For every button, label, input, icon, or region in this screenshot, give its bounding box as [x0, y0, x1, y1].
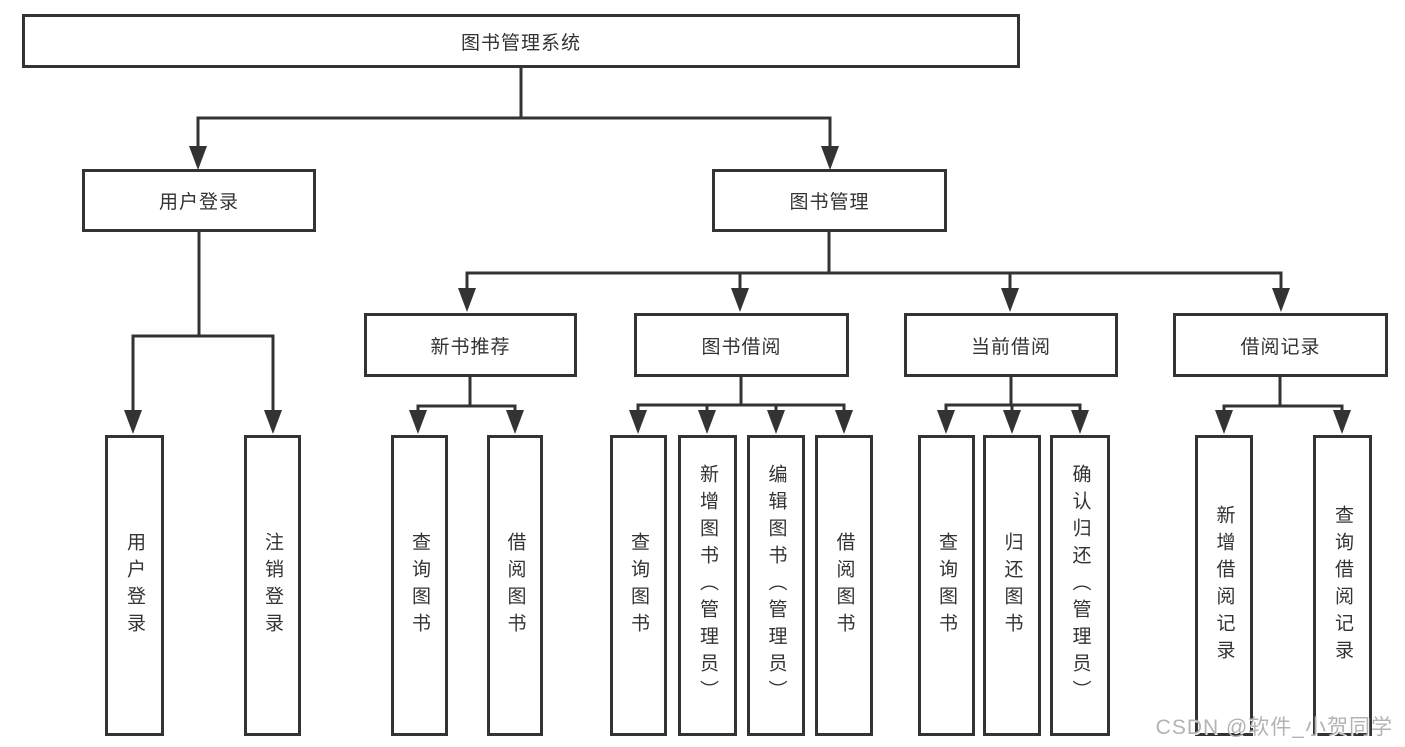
- node-root-label: 图书管理系统: [460, 32, 581, 54]
- leaf-query-books-borrow: 查询图书: [610, 435, 667, 736]
- leaf-return-books: 归还图书: [983, 435, 1041, 736]
- node-borrow-records: 借阅记录: [1173, 313, 1388, 377]
- leaf-add-borrow-record: 新增借阅记录: [1195, 435, 1253, 736]
- node-root: 图书管理系统: [22, 14, 1020, 68]
- leaf-query-books-borrow-label: 查询图书: [628, 531, 649, 640]
- leaf-add-books-admin-label: 新增图书（管理员）: [697, 464, 718, 707]
- node-borrow-records-label: 借阅记录: [1240, 336, 1321, 358]
- leaf-return-books-label: 归还图书: [1001, 531, 1023, 640]
- leaf-query-books-current-label: 查询图书: [936, 531, 957, 640]
- leaf-logout-label: 注销登录: [262, 531, 283, 640]
- node-book-borrow: 图书借阅: [634, 313, 849, 377]
- node-current-borrow-label: 当前借阅: [970, 336, 1051, 358]
- leaf-borrow-books-recommend: 借阅图书: [487, 435, 543, 736]
- leaf-confirm-return-admin-label: 确认归还（管理员）: [1069, 464, 1091, 707]
- leaf-query-books-recommend: 查询图书: [391, 435, 448, 736]
- leaf-add-books-admin: 新增图书（管理员）: [678, 435, 737, 736]
- node-new-book-recommend-label: 新书推荐: [430, 336, 511, 358]
- node-new-book-recommend: 新书推荐: [364, 313, 577, 377]
- leaf-query-books-current: 查询图书: [918, 435, 975, 736]
- leaf-edit-books-admin-label: 编辑图书（管理员）: [765, 464, 787, 707]
- leaf-query-books-recommend-label: 查询图书: [409, 531, 430, 640]
- leaf-edit-books-admin: 编辑图书（管理员）: [747, 435, 805, 736]
- leaf-query-borrow-record: 查询借阅记录: [1313, 435, 1372, 736]
- leaf-borrow-books-recommend-label: 借阅图书: [504, 531, 526, 640]
- node-book-borrow-label: 图书借阅: [701, 336, 782, 358]
- csdn-watermark: CSDN @软件_小贺同学: [1155, 716, 1393, 739]
- leaf-add-borrow-record-label: 新增借阅记录: [1213, 504, 1235, 667]
- leaf-logout: 注销登录: [244, 435, 301, 736]
- leaf-borrow-books: 借阅图书: [815, 435, 873, 736]
- leaf-query-borrow-record-label: 查询借阅记录: [1332, 504, 1353, 667]
- leaf-user-login-label: 用户登录: [124, 531, 145, 640]
- leaf-confirm-return-admin: 确认归还（管理员）: [1050, 435, 1110, 736]
- node-user-login: 用户登录: [82, 169, 316, 232]
- leaf-user-login: 用户登录: [105, 435, 164, 736]
- node-current-borrow: 当前借阅: [904, 313, 1118, 377]
- node-book-management: 图书管理: [712, 169, 947, 232]
- node-user-login-label: 用户登录: [158, 192, 239, 213]
- arrowheads: [124, 146, 1351, 434]
- node-book-management-label: 图书管理: [789, 192, 870, 213]
- leaf-borrow-books-label: 借阅图书: [833, 531, 855, 640]
